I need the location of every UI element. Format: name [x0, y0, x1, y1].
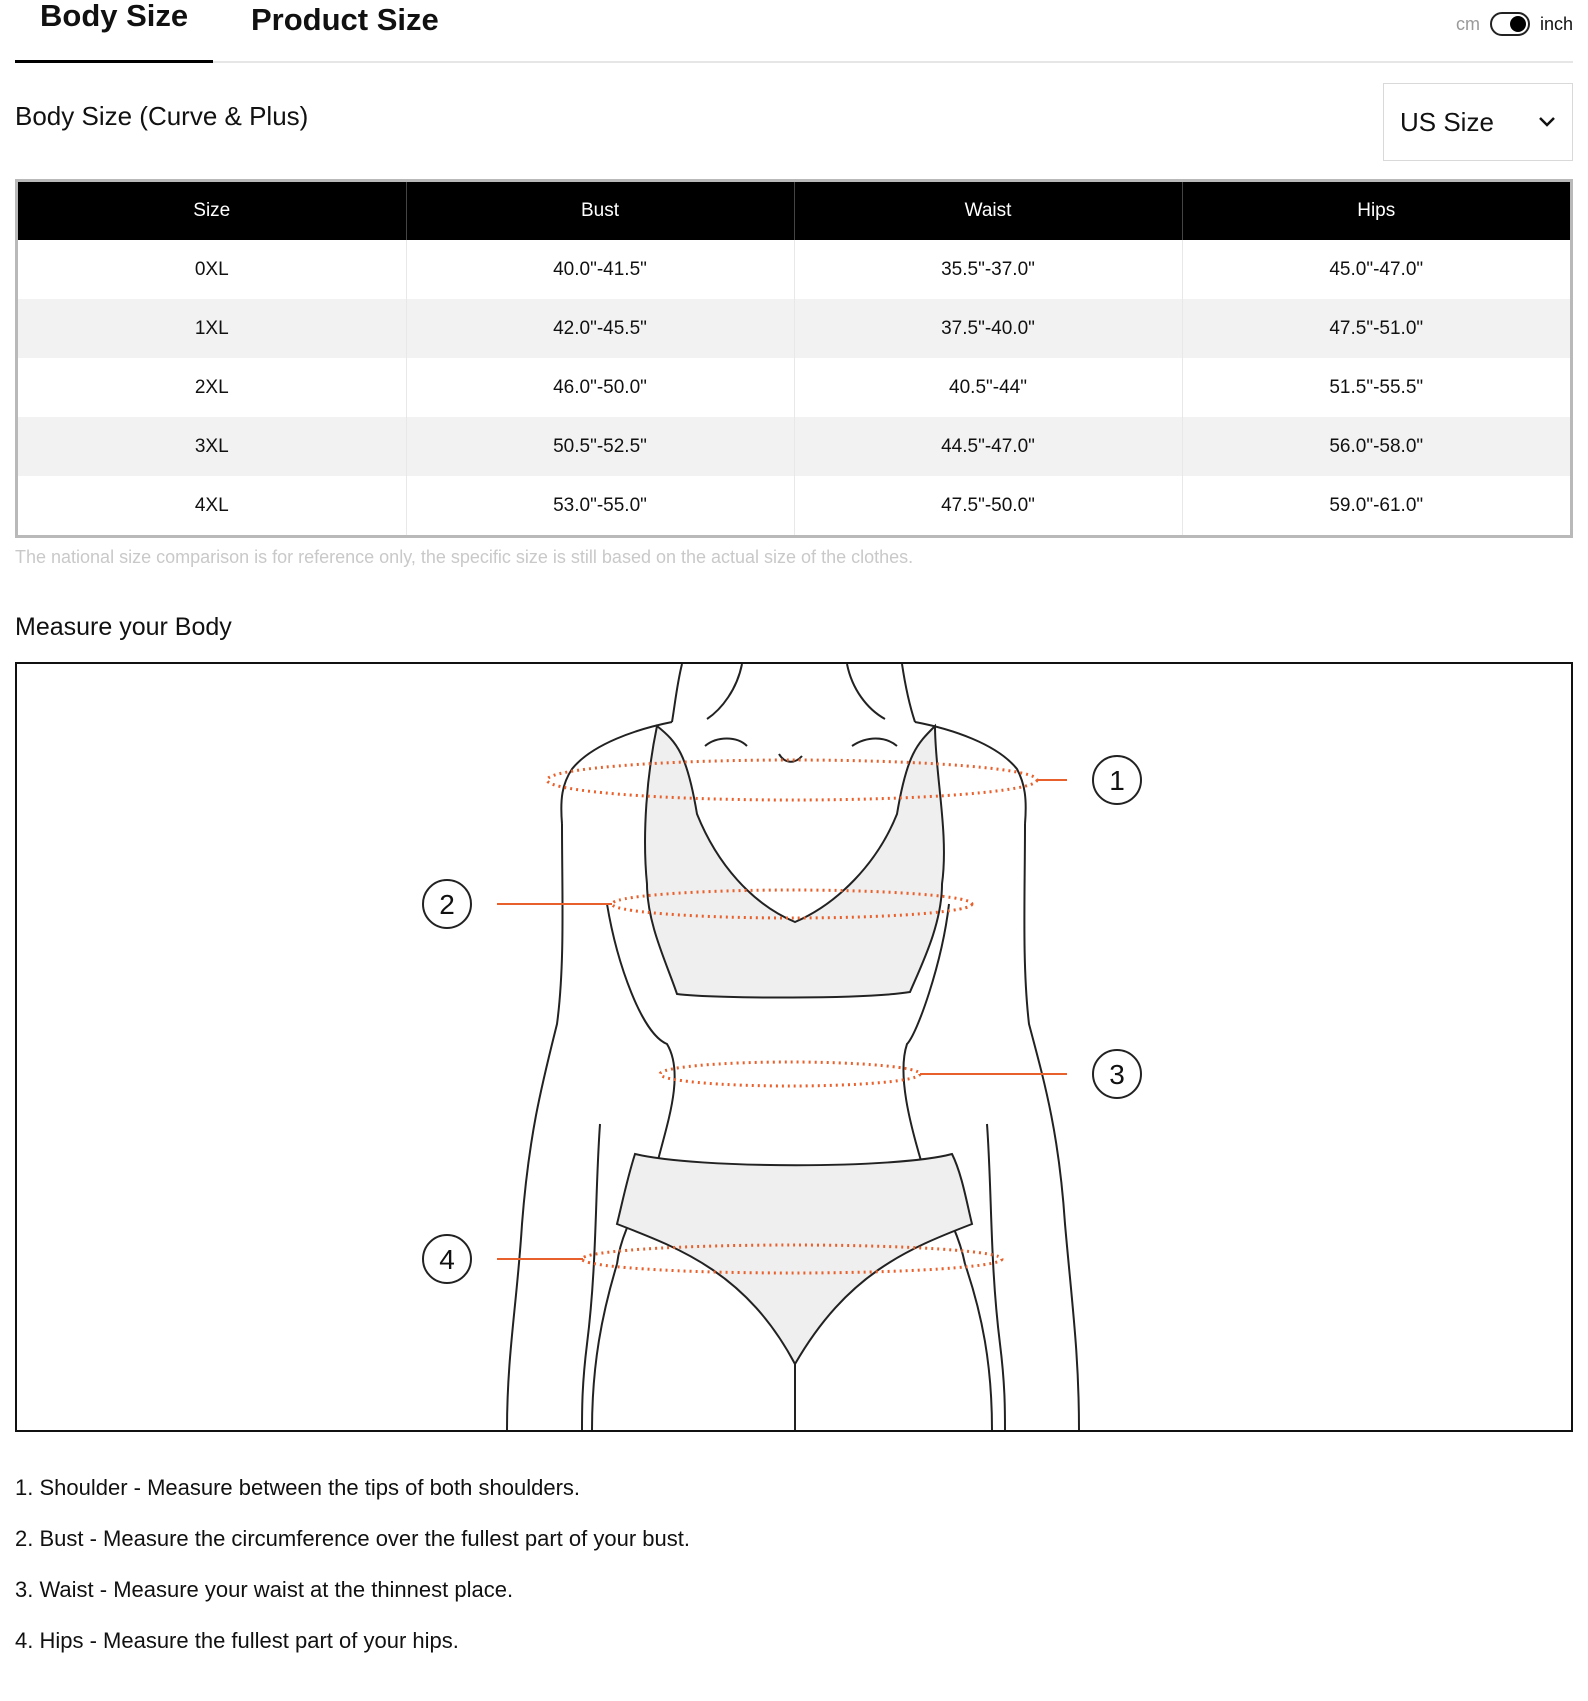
- cell-size: 2XL: [18, 358, 407, 417]
- size-table: Size Bust Waist Hips 0XL 40.0"-41.5" 35.…: [15, 179, 1573, 538]
- marker-1-label: 1: [1109, 765, 1125, 796]
- instruction-waist: 3. Waist - Measure your waist at the thi…: [15, 1577, 514, 1602]
- cell-waist: 35.5"-37.0": [794, 240, 1183, 299]
- cell-bust: 50.5"-52.5": [406, 417, 795, 476]
- section-title: Body Size (Curve & Plus): [15, 101, 309, 131]
- cell-bust: 53.0"-55.0": [406, 476, 795, 535]
- size-system-select[interactable]: US Size: [1383, 83, 1573, 161]
- instruction-bust: 2. Bust - Measure the circumference over…: [15, 1526, 690, 1551]
- table-row: 2XL 46.0"-50.0" 40.5"-44" 51.5"-55.5": [18, 358, 1570, 417]
- col-header-bust: Bust: [406, 182, 795, 240]
- cell-hips: 59.0"-61.0": [1329, 494, 1424, 516]
- cell-size: 0XL: [18, 240, 407, 299]
- hips-measure-line: [580, 1243, 1004, 1275]
- marker-1: [1092, 755, 1142, 805]
- body-measure-diagram: 1 2 3 4: [15, 662, 1573, 1432]
- table-row: 3XL 50.5"-52.5" 44.5"-47.0" 56.0"-58.0": [18, 417, 1570, 476]
- switch-knob: [1509, 16, 1526, 32]
- size-select-value: US Size: [1400, 106, 1494, 137]
- marker-2-label: 2: [439, 889, 455, 920]
- table-row: 0XL 40.0"-41.5" 35.5"-37.0" 45.0"-47.0": [18, 240, 1570, 299]
- col-header-waist: Waist: [794, 182, 1183, 240]
- table-row: 1XL 42.0"-45.5" 37.5"-40.0" 47.5"-51.0": [18, 299, 1570, 358]
- body-figure-illustration: 1 2 3 4: [422, 664, 1142, 1430]
- cell-waist: 40.5"-44": [794, 358, 1183, 417]
- unit-cm-label[interactable]: cm: [1455, 13, 1480, 34]
- marker-3-label: 3: [1109, 1059, 1125, 1090]
- cell-size: 4XL: [18, 476, 407, 535]
- waist-measure-line: [658, 1060, 922, 1088]
- briefs-shape: [615, 1152, 974, 1367]
- measure-instructions: 1. Shoulder - Measure between the tips o…: [15, 1462, 690, 1666]
- table-row: 4XL 53.0"-55.0" 47.5"-50.0" 59.0"-61.0": [18, 476, 1570, 535]
- reference-note: The national size comparison is for refe…: [15, 547, 914, 567]
- shoulder-measure-line: [545, 758, 1039, 802]
- unit-toggle: cm inch: [1456, 12, 1573, 36]
- bra-shape: [644, 723, 945, 999]
- cell-size: 3XL: [18, 417, 407, 476]
- col-header-hips: Hips: [1182, 182, 1570, 240]
- bust-measure-line: [610, 888, 974, 920]
- cell-waist: 44.5"-47.0": [794, 417, 1183, 476]
- cell-size: 1XL: [18, 299, 407, 358]
- cell-hips: 56.0"-58.0": [1182, 417, 1570, 476]
- cell-bust: 46.0"-50.0": [406, 358, 795, 417]
- cell-bust: 42.0"-45.5": [406, 299, 795, 358]
- cell-hips: 45.0"-47.0": [1329, 258, 1424, 280]
- cell-bust: 40.0"-41.5": [406, 240, 795, 299]
- measure-title: Measure your Body: [15, 613, 232, 641]
- cell-waist: 37.5"-40.0": [794, 299, 1183, 358]
- marker-4: [422, 1234, 472, 1284]
- unit-switch[interactable]: [1489, 12, 1530, 36]
- marker-4-label: 4: [439, 1244, 455, 1275]
- cell-waist: 47.5"-50.0": [794, 476, 1183, 535]
- marker-3: [1092, 1049, 1142, 1099]
- cell-hips: 51.5"-55.5": [1329, 376, 1424, 398]
- table-header-row: Size Bust Waist Hips: [18, 182, 1570, 240]
- instruction-hips: 4. Hips - Measure the fullest part of yo…: [15, 1628, 459, 1653]
- tab-product-size[interactable]: Product Size: [251, 2, 439, 37]
- marker-2: [422, 879, 472, 929]
- size-tabs: Body Size Product Size cm inch: [15, 0, 1573, 63]
- unit-inch-label[interactable]: inch: [1539, 13, 1573, 34]
- col-header-size: Size: [18, 182, 407, 240]
- instruction-shoulder: 1. Shoulder - Measure between the tips o…: [15, 1475, 581, 1500]
- subheader: Body Size (Curve & Plus) US Size: [15, 63, 1573, 167]
- cell-hips: 47.5"-51.0": [1182, 299, 1570, 358]
- chevron-down-icon: [1538, 111, 1556, 134]
- tab-body-size[interactable]: Body Size: [15, 0, 214, 63]
